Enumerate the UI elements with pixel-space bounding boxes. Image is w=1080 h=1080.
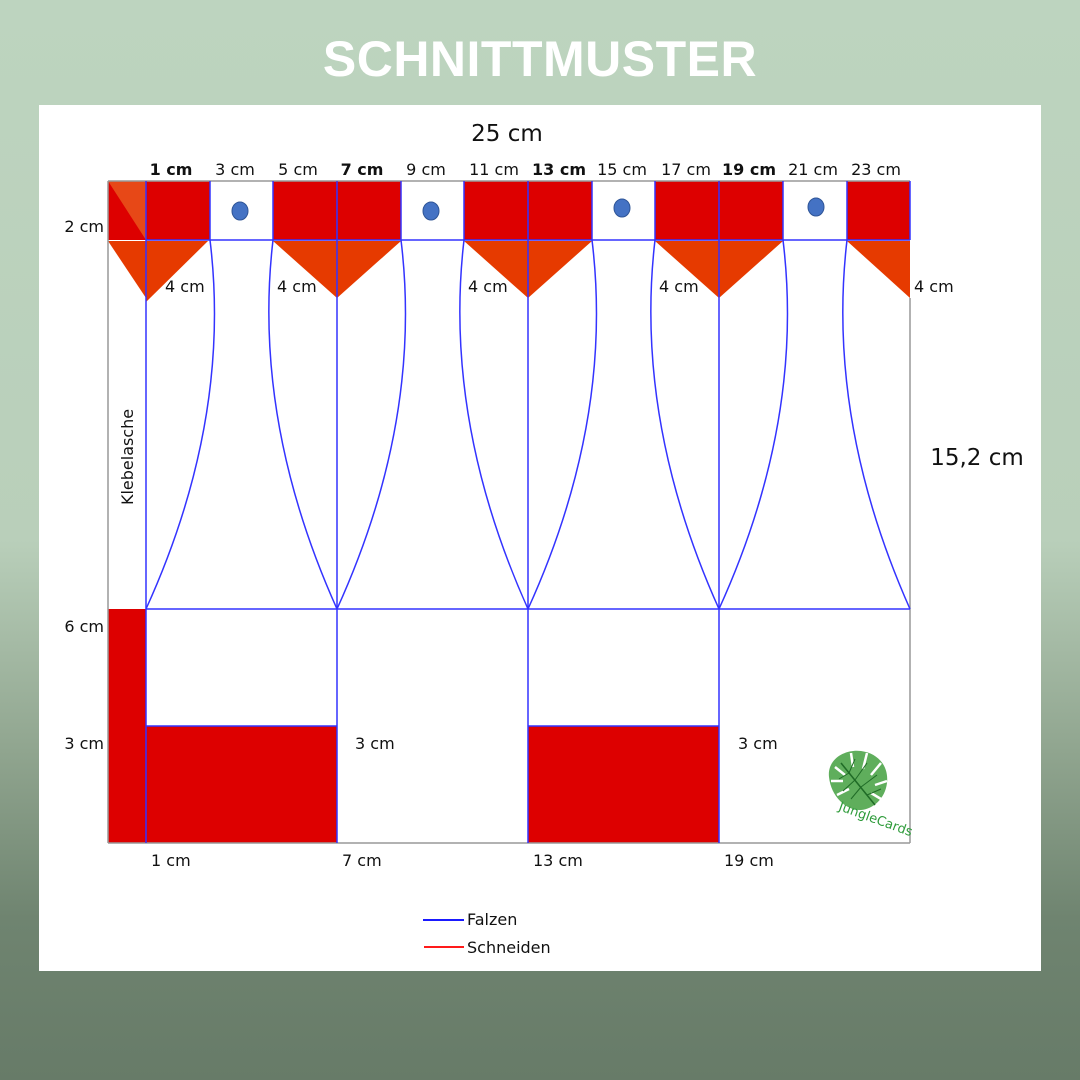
top-tick-label: 23 cm (851, 160, 901, 179)
top-tick-label: 19 cm (722, 160, 776, 179)
bottom-tick-label: 7 cm (342, 851, 382, 870)
triangle-size-label: 4 cm (277, 277, 317, 296)
hole-icon (613, 198, 631, 218)
top-tick-label: 11 cm (469, 160, 519, 179)
top-strip-height-label: 2 cm (64, 217, 104, 236)
hole-icon (807, 197, 825, 217)
bottom-flap-height-label: 3 cm (64, 734, 104, 753)
top-tick-label: 7 cm (341, 160, 384, 179)
monstera-leaf-icon (828, 750, 888, 811)
top-strip-cell (528, 181, 592, 240)
outline (107, 180, 911, 844)
bottom-section-height-label: 6 cm (64, 617, 104, 636)
cut-legend-label: Schneiden (467, 938, 551, 957)
top-tick-label: 21 cm (788, 160, 838, 179)
junglecards-logo: JungleCards (828, 750, 915, 840)
top-tick-label: 1 cm (150, 160, 193, 179)
height-label: 15,2 cm (930, 445, 1024, 471)
bottom-tick-label: 1 cm (151, 851, 191, 870)
pattern-sheet: 25 cm 15,2 cm 1 cm 3 cm 5 cm 7 cm 9 cm 1… (39, 105, 1041, 971)
top-tick-label: 13 cm (532, 160, 586, 179)
bottom-cut-regions (108, 609, 719, 843)
glue-flap-label: Klebelasche (118, 409, 137, 505)
punch-holes (231, 197, 825, 221)
top-tick-label: 15 cm (597, 160, 647, 179)
width-label: 25 cm (471, 121, 543, 147)
top-tick-label: 17 cm (661, 160, 711, 179)
triangle-size-label: 4 cm (468, 277, 508, 296)
triangle-size-label: 4 cm (914, 277, 954, 296)
fold-lines (145, 181, 911, 843)
top-tick-label: 9 cm (406, 160, 446, 179)
bottom-tick-label: 19 cm (724, 851, 774, 870)
logo-text: JungleCards (836, 799, 915, 840)
bottom-ticks: 1 cm 7 cm 13 cm 19 cm (151, 851, 774, 870)
hole-icon (422, 201, 440, 221)
cutting-pattern-diagram: 25 cm 15,2 cm 1 cm 3 cm 5 cm 7 cm 9 cm 1… (64, 121, 1024, 957)
bottom-flap-label: 3 cm (738, 734, 778, 753)
top-ticks: 1 cm 3 cm 5 cm 7 cm 9 cm 11 cm 13 cm 15 … (150, 160, 901, 179)
bottom-tick-label: 13 cm (533, 851, 583, 870)
top-tick-label: 3 cm (215, 160, 255, 179)
page-title: SCHNITTMUSTER (322, 31, 758, 87)
triangle-size-label: 4 cm (165, 277, 205, 296)
top-strip-cell (719, 181, 783, 240)
triangle-labels: 4 cm 4 cm 4 cm 4 cm 4 cm (165, 277, 954, 296)
bottom-flap-label: 3 cm (355, 734, 395, 753)
triangle-cutouts (108, 241, 910, 302)
top-strip-cell (337, 181, 401, 240)
hole-icon (231, 201, 249, 221)
top-tick-label: 5 cm (278, 160, 318, 179)
fold-legend-label: Falzen (467, 910, 517, 929)
triangle-size-label: 4 cm (659, 277, 699, 296)
legend: Falzen Schneiden (423, 910, 551, 957)
